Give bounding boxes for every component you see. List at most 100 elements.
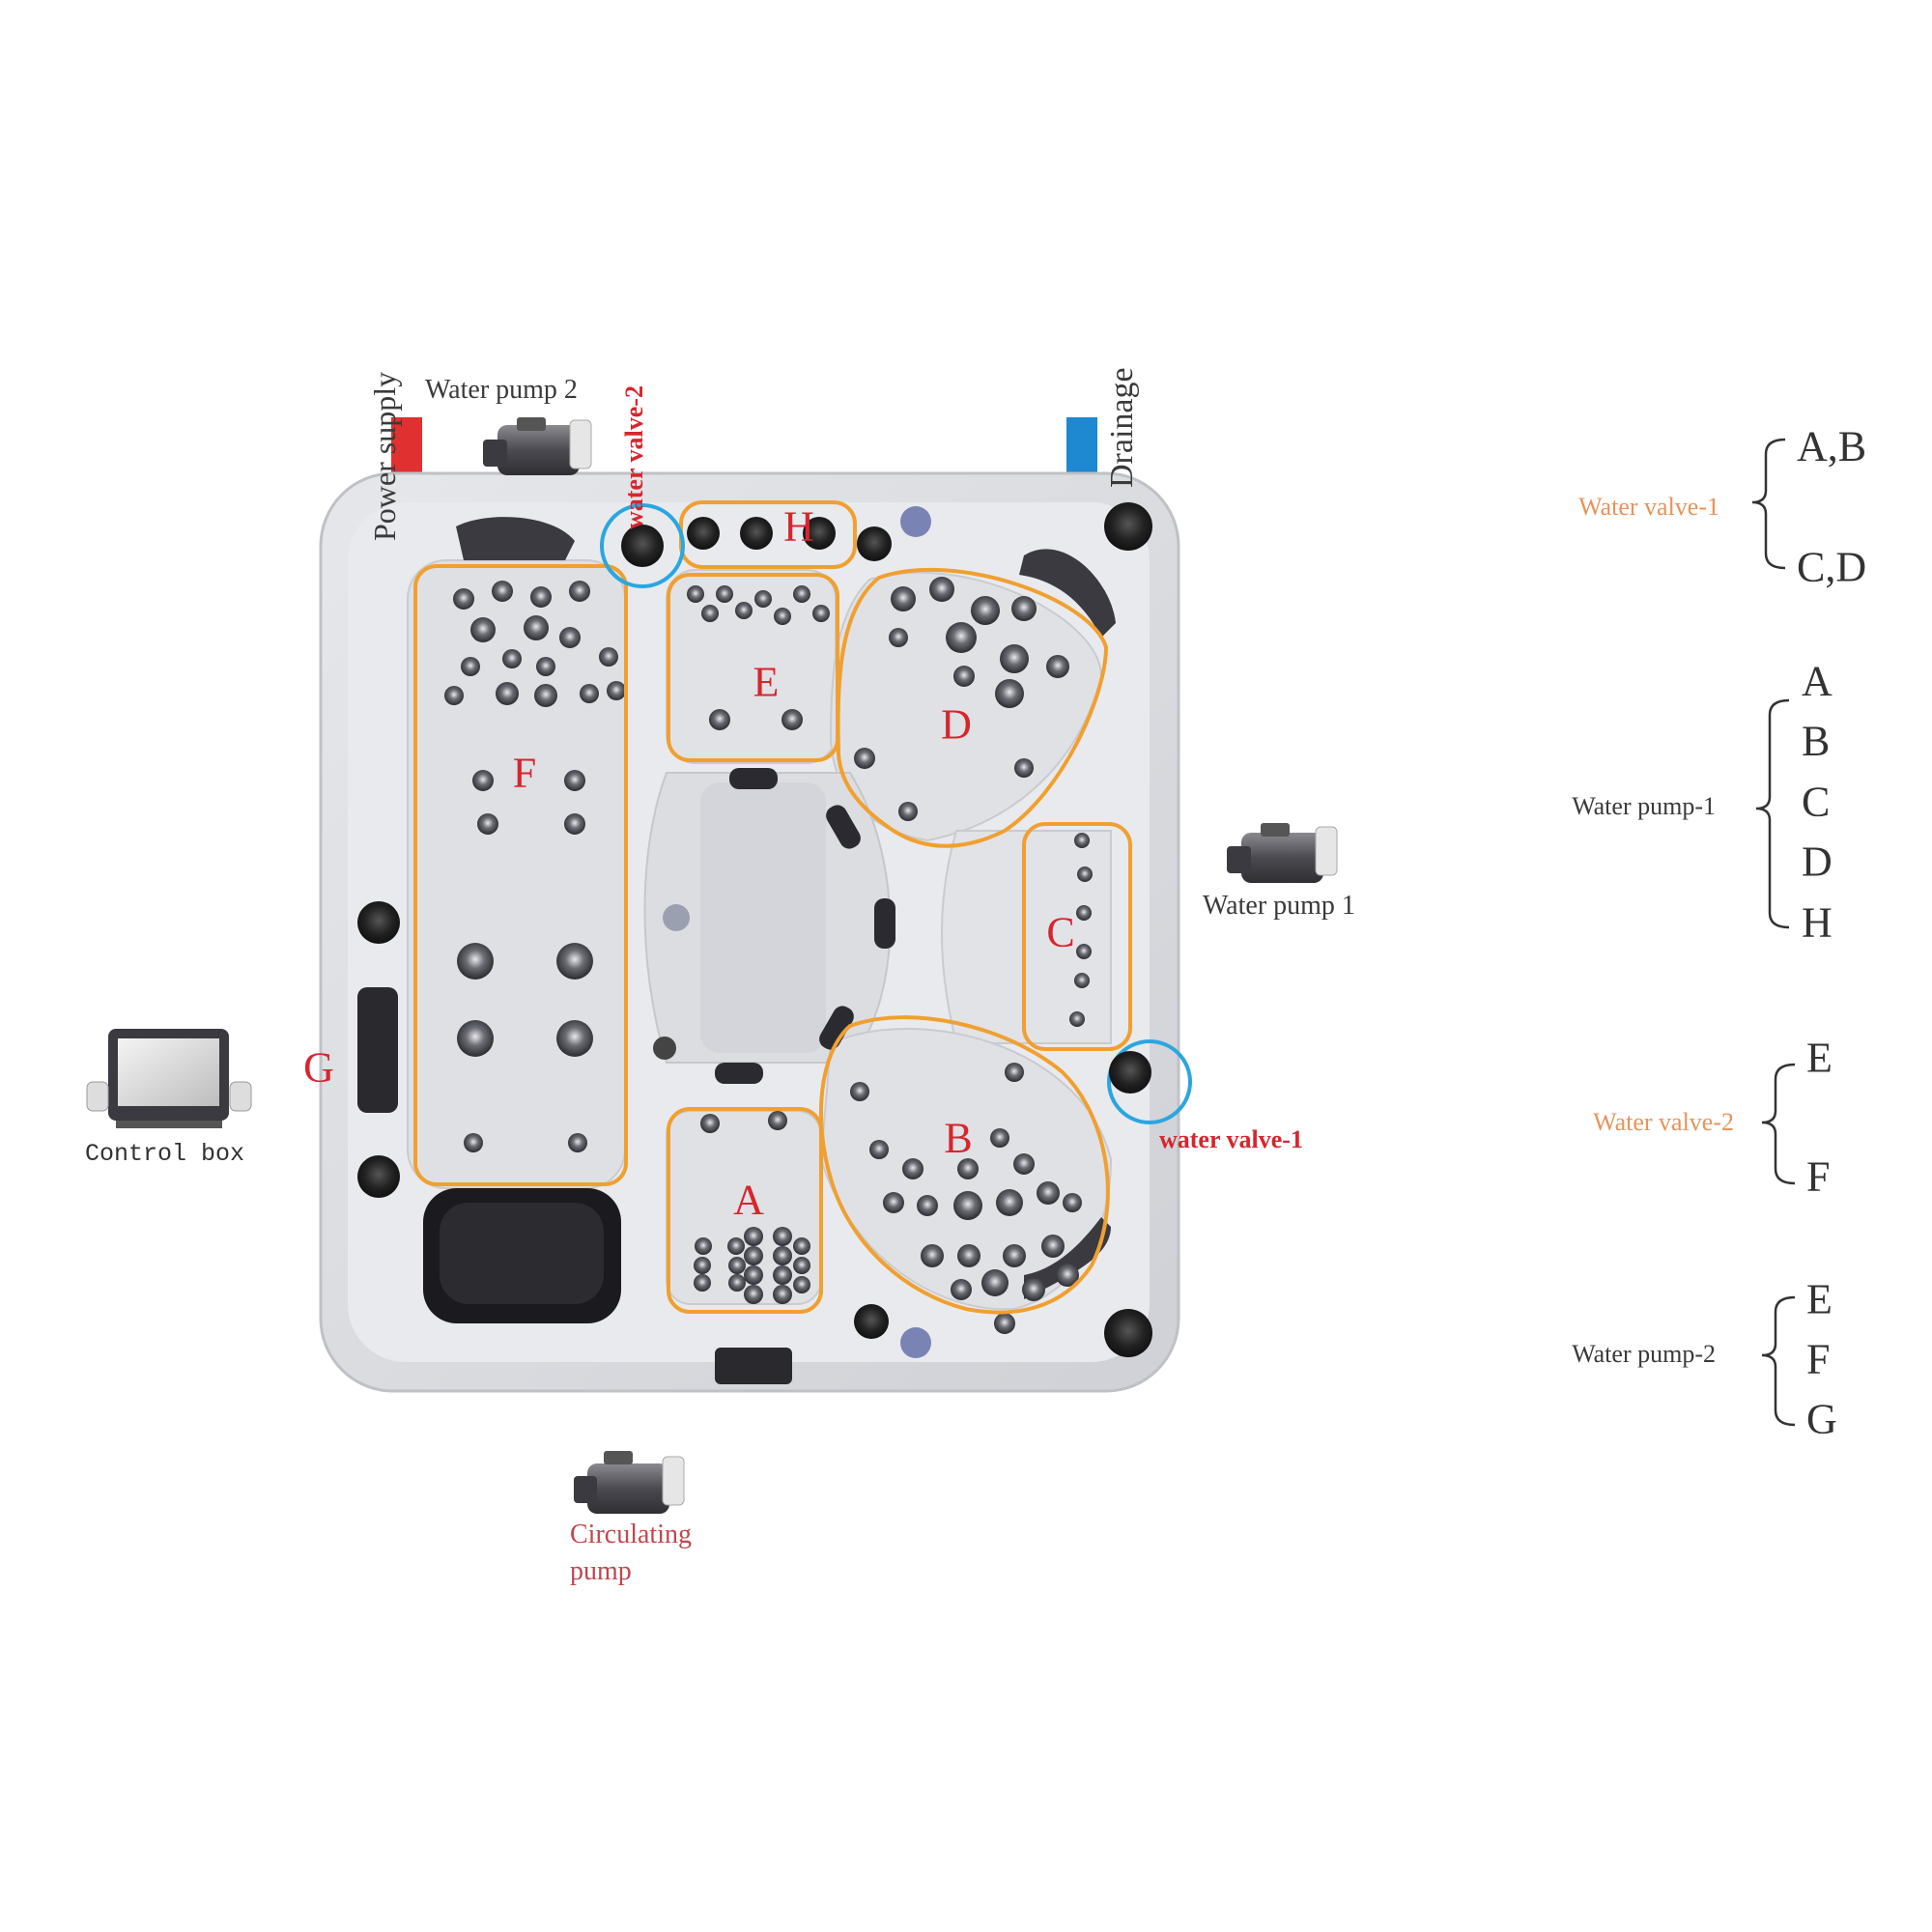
legend-head-water-valve-1: Water valve-1 (1578, 493, 1719, 521)
jet (694, 1257, 711, 1274)
legend-item: H (1802, 898, 1833, 947)
legend-brace (1761, 1063, 1796, 1185)
jet (889, 628, 908, 647)
jet (1005, 1063, 1024, 1082)
jet (564, 770, 585, 791)
jet (1056, 1264, 1079, 1287)
jet (687, 585, 704, 603)
jet (477, 813, 498, 835)
water-valve-2-tag: water valve-2 (620, 385, 648, 529)
jet (1011, 596, 1037, 621)
zone-h-jets (687, 517, 836, 550)
jet (1074, 833, 1090, 848)
jet (599, 647, 618, 667)
waterfall-g (357, 987, 398, 1113)
jet (559, 627, 581, 648)
legend-item: C,D (1797, 543, 1867, 591)
jet (569, 581, 590, 602)
legend-brace (1755, 698, 1790, 929)
water-valve-2-ring (600, 503, 685, 588)
jet (744, 1246, 763, 1265)
jet (768, 1111, 787, 1130)
jet (891, 586, 916, 611)
legend-item: C (1802, 778, 1831, 826)
jet (1013, 1153, 1035, 1175)
jet (728, 1274, 746, 1292)
jet (869, 1140, 889, 1159)
jet (701, 605, 719, 622)
jet (957, 1158, 979, 1179)
circulating-pump-label-line1: Circulating (570, 1520, 692, 1549)
water-valve-1-tag: water valve-1 (1159, 1125, 1303, 1153)
jet (461, 657, 480, 676)
jet (951, 1279, 972, 1300)
jet (883, 1192, 904, 1213)
jet (921, 1244, 944, 1267)
jet (744, 1227, 763, 1246)
jet (727, 1237, 745, 1255)
jet (695, 1237, 712, 1255)
jet (953, 1191, 982, 1220)
jet (1074, 973, 1090, 988)
zone-label-g: G (303, 1043, 334, 1092)
jet (793, 1237, 810, 1255)
jet (744, 1265, 763, 1285)
zone-label-d: D (941, 700, 972, 749)
legend-item: A (1802, 657, 1833, 705)
legend-item: F (1806, 1335, 1831, 1383)
jet (580, 684, 599, 703)
legend-item: E (1806, 1275, 1833, 1323)
zone-a-outline (667, 1107, 823, 1314)
legend-braces (1751, 438, 1796, 1427)
jet (854, 748, 875, 769)
jet (709, 709, 730, 730)
zone-label-h: H (783, 502, 814, 551)
zone-label-a: A (733, 1176, 764, 1224)
jet (716, 585, 733, 603)
drainage-label: Drainage (1104, 367, 1140, 488)
legend-item: D (1802, 838, 1833, 886)
circulating-pump-label-line2: pump (570, 1556, 632, 1586)
jet (464, 1133, 483, 1152)
jet (524, 615, 549, 640)
jet (1014, 758, 1034, 778)
legend-head-water-pump-1: Water pump-1 (1572, 792, 1716, 820)
jet (990, 1128, 1009, 1148)
jet (1046, 655, 1069, 678)
jet (1003, 1244, 1026, 1267)
water-pump-1-icon (1227, 823, 1338, 883)
water-pump-2-icon (483, 417, 592, 475)
legend-brace (1761, 1295, 1796, 1427)
jet (957, 1244, 980, 1267)
jet (953, 666, 975, 687)
zone-label-b: B (944, 1114, 973, 1162)
jet (981, 1269, 1009, 1296)
zone-f-outline (413, 564, 628, 1186)
circulating-pump-label: Circulating pump (570, 1517, 692, 1590)
jet (607, 681, 626, 700)
zone-c-outline (1022, 822, 1132, 1051)
jet (781, 709, 803, 730)
jet (793, 1257, 810, 1274)
jet (694, 1274, 711, 1292)
legend-head-water-pump-2: Water pump-2 (1572, 1340, 1716, 1368)
jet (850, 1082, 869, 1101)
jet (946, 622, 977, 653)
jet (568, 1133, 587, 1152)
jet (502, 649, 522, 668)
jet (994, 1313, 1015, 1334)
jet (902, 1158, 923, 1179)
jet (492, 581, 513, 602)
legend-item: B (1802, 717, 1831, 765)
jet (773, 1265, 792, 1285)
legend-head-water-valve-2: Water valve-2 (1593, 1108, 1734, 1136)
control-box-label: Control box (85, 1140, 245, 1168)
jet (564, 813, 585, 835)
jet (1041, 1235, 1065, 1258)
jet (773, 1246, 792, 1265)
control-box-icon (86, 1029, 252, 1128)
jet (728, 1257, 746, 1274)
legend-item: E (1806, 1034, 1833, 1082)
jet (556, 943, 593, 980)
